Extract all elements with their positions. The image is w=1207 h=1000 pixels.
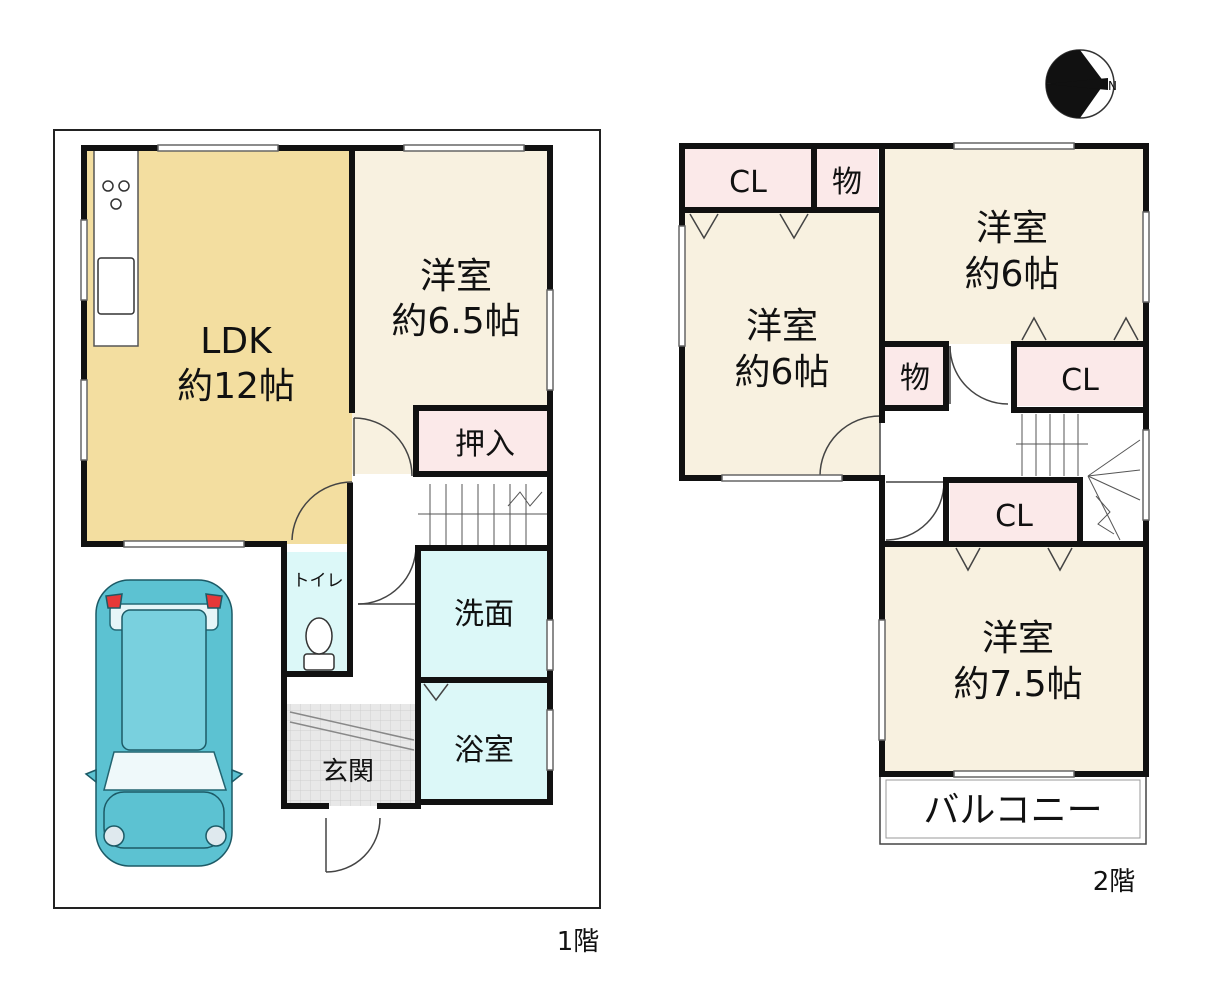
stairs-1f bbox=[418, 484, 548, 545]
western-room-b-label: 洋室 bbox=[976, 208, 1048, 249]
ldk-size: 約12帖 bbox=[177, 366, 295, 407]
closet-cl-mid bbox=[1016, 344, 1144, 406]
bathroom bbox=[418, 680, 550, 802]
stairs-2f bbox=[1016, 414, 1141, 541]
floor-1: LDK 約12帖 洋室 約6.5帖 押入 トイレ 洗面 浴室 玄関 1階 bbox=[53, 129, 601, 957]
storage-top bbox=[816, 148, 878, 210]
entrance-tiles bbox=[284, 704, 416, 806]
floor-2-label: 2階 bbox=[1093, 867, 1136, 897]
balcony-label: バルコニー bbox=[923, 790, 1102, 831]
storage-mid bbox=[884, 344, 946, 406]
compass-icon: N bbox=[1045, 49, 1117, 119]
closet-cl-top-label: CL bbox=[729, 165, 767, 200]
bathroom-label: 浴室 bbox=[454, 733, 514, 768]
hallway bbox=[352, 474, 550, 552]
floor-2: 洋室 約6帖 洋室 約6帖 洋室 約7.5帖 CL 物 物 CL CL バルコニ… bbox=[678, 49, 1150, 897]
windows-1f bbox=[80, 144, 554, 771]
western-room-1f-size: 約6.5帖 bbox=[391, 301, 520, 342]
closet-cl-bottom bbox=[950, 482, 1078, 544]
western-room-b bbox=[884, 148, 1144, 344]
ldk-label: LDK bbox=[200, 321, 273, 362]
western-room-b-size: 約6帖 bbox=[965, 254, 1060, 295]
compass-north-letter: N bbox=[1108, 79, 1117, 93]
closet-oshiire bbox=[416, 408, 550, 474]
toilet-fixture bbox=[303, 617, 335, 671]
western-room-1f-label: 洋室 bbox=[420, 256, 492, 297]
car-icon bbox=[84, 579, 244, 867]
closet-label: 押入 bbox=[455, 427, 515, 462]
western-room-a-label: 洋室 bbox=[746, 306, 818, 347]
walls-2f bbox=[679, 143, 1149, 777]
western-room-a-size: 約6帖 bbox=[735, 352, 830, 393]
western-room-a bbox=[684, 210, 880, 478]
western-room-c bbox=[884, 544, 1144, 774]
washroom-label: 洗面 bbox=[454, 597, 514, 632]
western-room-c-size: 約7.5帖 bbox=[953, 664, 1082, 705]
washroom bbox=[418, 548, 550, 680]
storage-top-label: 物 bbox=[832, 165, 862, 200]
storage-mid-label: 物 bbox=[900, 361, 930, 396]
kitchen-counter bbox=[93, 149, 139, 347]
balcony-area bbox=[879, 773, 1147, 845]
door-swings-2f bbox=[689, 213, 1139, 572]
closet-cl-bottom-label: CL bbox=[995, 499, 1033, 534]
lot-boundary bbox=[53, 129, 601, 909]
floor-1-label: 1階 bbox=[557, 927, 600, 957]
closet-cl-mid-label: CL bbox=[1061, 363, 1099, 398]
entrance-label: 玄関 bbox=[322, 757, 374, 787]
closet-cl-top bbox=[684, 148, 812, 210]
windows-2f bbox=[678, 142, 1150, 778]
western-room-c-label: 洋室 bbox=[982, 618, 1054, 659]
toilet-label: トイレ bbox=[293, 571, 344, 591]
